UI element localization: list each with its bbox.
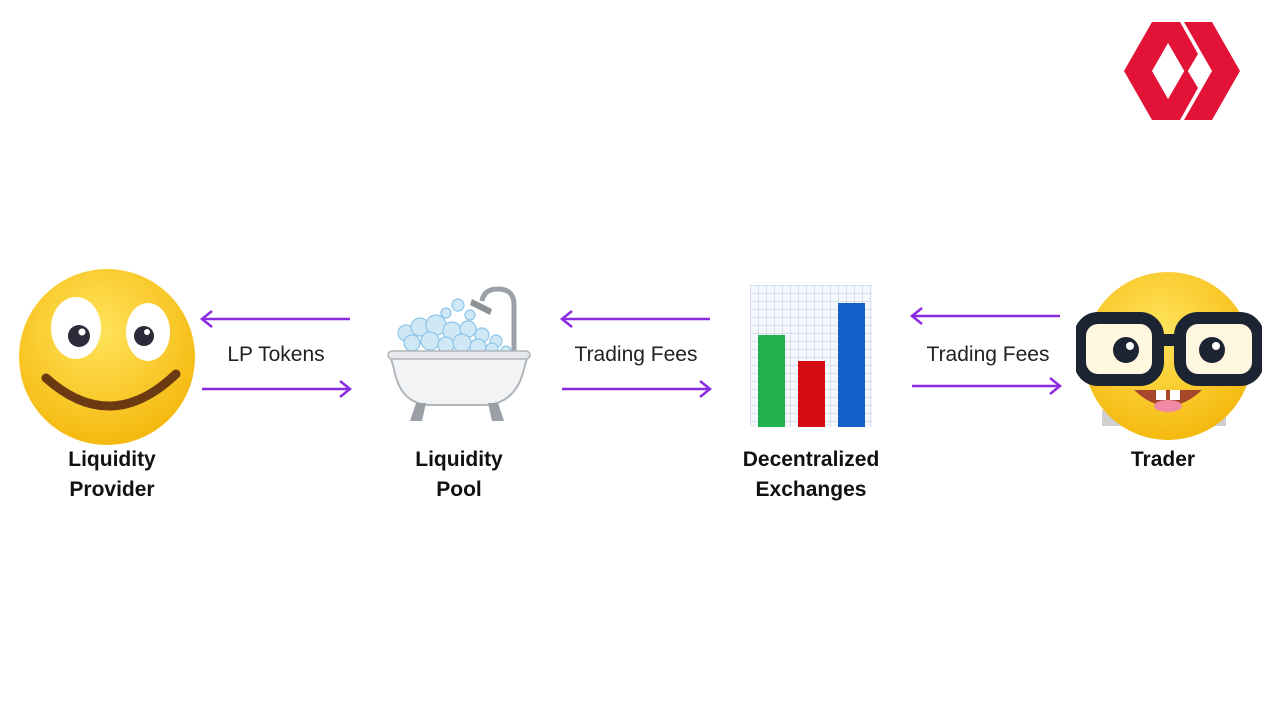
edge-label-lp-tokens: LP Tokens: [227, 343, 325, 366]
arrow-left-trading-fees-2: [909, 307, 1060, 325]
node-label-trader: Trader: [1130, 448, 1196, 471]
arrow-right-trading-fees-1: [562, 380, 713, 398]
arrow-left-trading-fees-1: [559, 310, 710, 328]
bathtub-icon: [387, 286, 531, 421]
edge-label-trading-fees-1: Trading Fees: [574, 343, 698, 366]
arrow-right-trading-fees-2: [912, 377, 1063, 395]
edge-label-trading-fees-2: Trading Fees: [926, 343, 1050, 366]
nerd-face-icon: [1076, 272, 1262, 440]
arrow-right-lp-tokens: [202, 380, 353, 398]
bar-chart-icon: [750, 285, 872, 427]
hive-logo-icon: [1124, 22, 1240, 120]
smiling-face-icon: [19, 269, 195, 445]
arrow-left-lp-tokens: [199, 310, 350, 328]
